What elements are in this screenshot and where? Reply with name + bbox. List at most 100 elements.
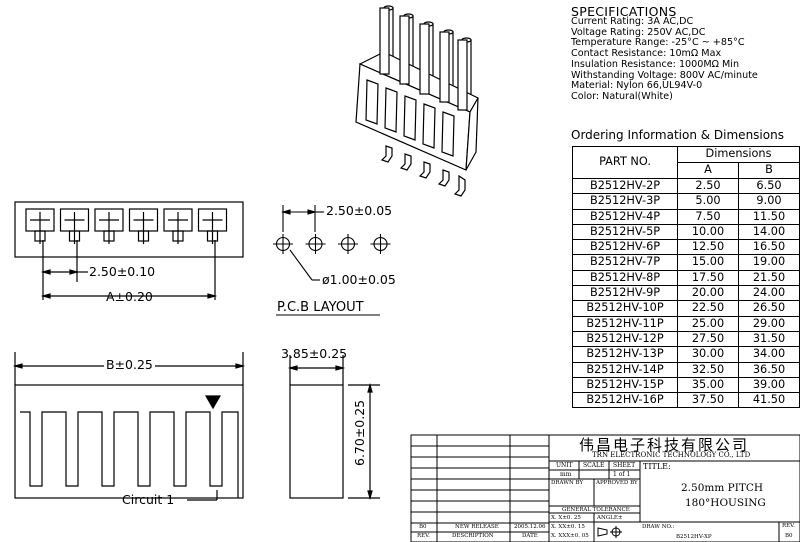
- dim-a-cell: 2.50: [677, 177, 739, 195]
- drawing-no-label: DRAW NO.:: [642, 524, 675, 530]
- part-no-cell: B2512HV-14P: [571, 361, 679, 378]
- dim-a-cell: 30.00: [677, 346, 739, 363]
- pcb-pitch-label: 2.50±0.05: [326, 203, 393, 218]
- part-no-cell: B2512HV-11P: [571, 315, 679, 332]
- drawing-title-line1: 2.50mm PITCH: [681, 482, 764, 494]
- rev-row-rev: B0: [419, 524, 427, 530]
- top-view-pin-cell: [59, 208, 90, 244]
- dim-b-cell: 16.50: [738, 239, 800, 256]
- part-no-cell: B2512HV-9P: [571, 285, 679, 302]
- part-no-cell: B2512HV-12P: [571, 330, 679, 348]
- dim-b-cell: 34.00: [738, 346, 800, 363]
- dim-a-cell: 10.00: [677, 223, 739, 241]
- part-no-cell: B2512HV-8P: [571, 269, 679, 287]
- unit-value: mm: [560, 471, 572, 478]
- side-view: [287, 355, 380, 501]
- pcb-layout-label: P.C.B LAYOUT: [277, 300, 364, 315]
- dim-b-cell: 19.00: [738, 254, 800, 271]
- rev-row-date: 2005.12.06: [514, 524, 546, 530]
- part-no-cell: B2512HV-5P: [571, 223, 679, 241]
- dim-a-cell: 15.00: [677, 254, 739, 271]
- dim-b-cell: 14.00: [738, 223, 800, 241]
- dim-a-cell: 27.50: [677, 330, 739, 348]
- sheet-label: SHEET: [613, 462, 636, 469]
- pcb-hole-icon: [338, 234, 358, 254]
- scale-label: SCALE: [583, 462, 605, 469]
- dim-b-cell: 9.00: [738, 193, 800, 210]
- date-column-header: DATE: [522, 533, 538, 539]
- part-no-header: PART NO.: [571, 146, 679, 179]
- dim-b-cell: 21.50: [738, 269, 800, 287]
- side-width-label: 3.85±0.25: [281, 346, 348, 361]
- circuit-1-label: Circuit 1: [122, 492, 175, 507]
- rev-label: REV.: [782, 523, 795, 529]
- part-no-cell: B2512HV-16P: [571, 392, 679, 409]
- title-label: TITLE:: [643, 462, 671, 471]
- spec-line: Contact Resistance: 10mΩ Max: [571, 48, 722, 60]
- unit-label: UNIT: [556, 462, 573, 469]
- rev-row-description: NEW RELEASE: [455, 524, 499, 530]
- rev-column-header: REV.: [417, 533, 430, 539]
- sheet-value: 1 of 1: [613, 471, 631, 478]
- part-no-cell: B2512HV-4P: [571, 208, 679, 225]
- dim-a-cell: 22.50: [677, 300, 739, 317]
- pcb-hole-icon: [305, 234, 326, 254]
- dim-a-cell: 17.50: [677, 269, 739, 287]
- dim-a-cell: 35.00: [677, 376, 739, 394]
- top-view-pin-cell: [163, 208, 193, 244]
- dimensions-header: Dimensions: [677, 146, 800, 163]
- side-height-label: 6.70±0.25: [352, 399, 367, 466]
- pcb-hole-icon: [370, 234, 391, 254]
- dim-b-cell: 24.00: [738, 285, 800, 302]
- drawing-no-value: B2512HV-XP: [676, 534, 712, 540]
- top-view-pin-cell: [197, 208, 228, 244]
- part-no-cell: B2512HV-10P: [571, 300, 679, 317]
- dim-a-cell: 12.50: [677, 239, 739, 256]
- b-dimension-label: B±0.25: [104, 357, 155, 372]
- spec-line: Color: Natural(White): [571, 90, 673, 102]
- dim-a-cell: 20.00: [677, 285, 739, 302]
- part-no-cell: B2512HV-6P: [571, 239, 679, 256]
- dim-a-cell: 25.00: [677, 315, 739, 332]
- spec-line: Withstanding Voltage: 800V AC/minute: [571, 69, 758, 81]
- dim-b-cell: 36.50: [738, 361, 800, 378]
- title-block-frame: [410, 434, 800, 542]
- front-view: [12, 352, 246, 501]
- tolerance-2: X. XX±0. 15: [551, 524, 585, 530]
- dim-a-cell: 37.50: [677, 392, 739, 409]
- part-no-cell: B2512HV-7P: [571, 254, 679, 271]
- pitch-dimension-label: 2.50±0.10: [89, 264, 156, 279]
- dim-b-cell: 39.00: [738, 376, 800, 394]
- part-no-cell: B2512HV-2P: [571, 177, 679, 195]
- part-no-cell: B2512HV-13P: [571, 346, 679, 363]
- dim-a-cell: 32.50: [677, 361, 739, 378]
- dim-b-cell: 31.50: [738, 330, 800, 348]
- spec-line: Voltage Rating: 250V AC,DC: [571, 26, 706, 38]
- pcb-hole-label: ø1.00±0.05: [322, 272, 396, 287]
- dim-b-cell: 26.50: [738, 300, 800, 317]
- top-view-pin-cell: [94, 208, 124, 244]
- spec-line: Insulation Resistance: 1000MΩ Min: [571, 58, 740, 70]
- pcb-hole-icon: [273, 234, 293, 254]
- spec-line: Current Rating: 3A AC,DC: [571, 16, 694, 27]
- dim-a-cell: 5.00: [677, 193, 739, 210]
- tolerance-3: X. XXX±0. 05: [551, 533, 589, 539]
- dim-b-cell: 41.50: [738, 392, 800, 409]
- top-view-pin-cell: [128, 208, 159, 244]
